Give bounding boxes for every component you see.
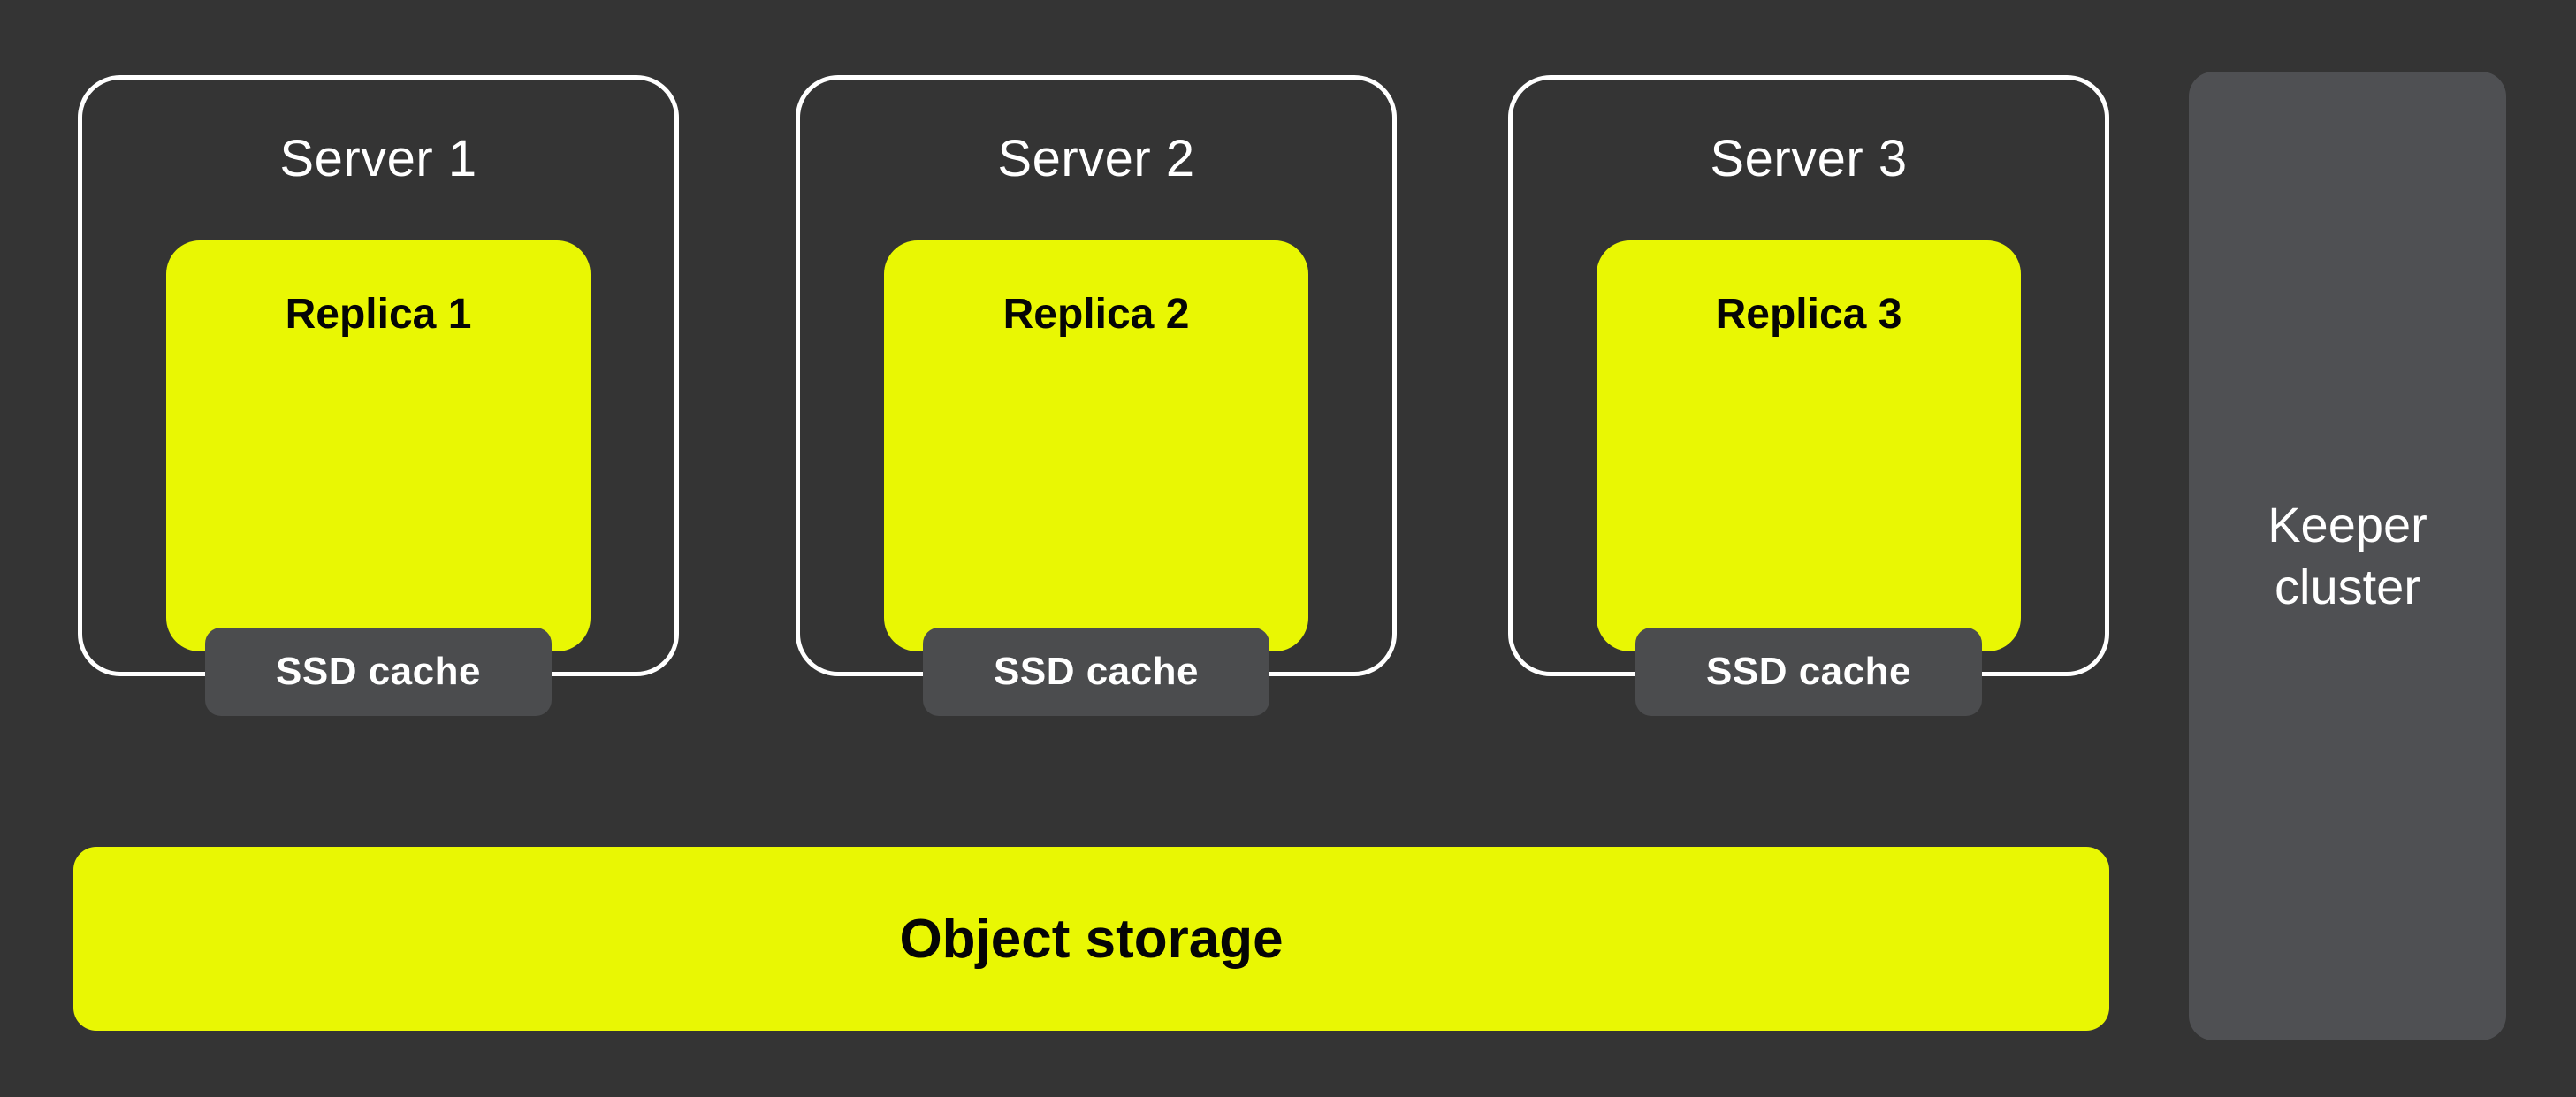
server-2-label: Server 2 [997,130,1195,187]
replica-2-box: Replica 2 [884,240,1308,651]
replica-3-box: Replica 3 [1597,240,2021,651]
keeper-cluster-box: Keeper cluster [2189,72,2506,1040]
ssd-cache-2-label: SSD cache [994,650,1199,693]
ssd-cache-1-box: SSD cache [205,628,552,716]
ssd-cache-3-box: SSD cache [1635,628,1982,716]
object-storage-label: Object storage [899,908,1284,970]
keeper-cluster-label: Keeper cluster [2267,497,2427,614]
server-2-box: Server 2 Replica 2 SSD cache [796,75,1397,716]
replica-3-label: Replica 3 [1715,291,1902,338]
replica-2-label: Replica 2 [1002,291,1190,338]
ssd-cache-2-box: SSD cache [923,628,1269,716]
server-1-label: Server 1 [279,130,477,187]
server-3-label: Server 3 [1710,130,1908,187]
server-1-box: Server 1 Replica 1 SSD cache [78,75,679,716]
replica-1-label: Replica 1 [285,291,472,338]
object-storage-box: Object storage [73,847,2109,1031]
server-3-box: Server 3 Replica 3 SSD cache [1508,75,2109,716]
ssd-cache-1-label: SSD cache [276,650,481,693]
ssd-cache-3-label: SSD cache [1706,650,1911,693]
replica-1-box: Replica 1 [166,240,591,651]
